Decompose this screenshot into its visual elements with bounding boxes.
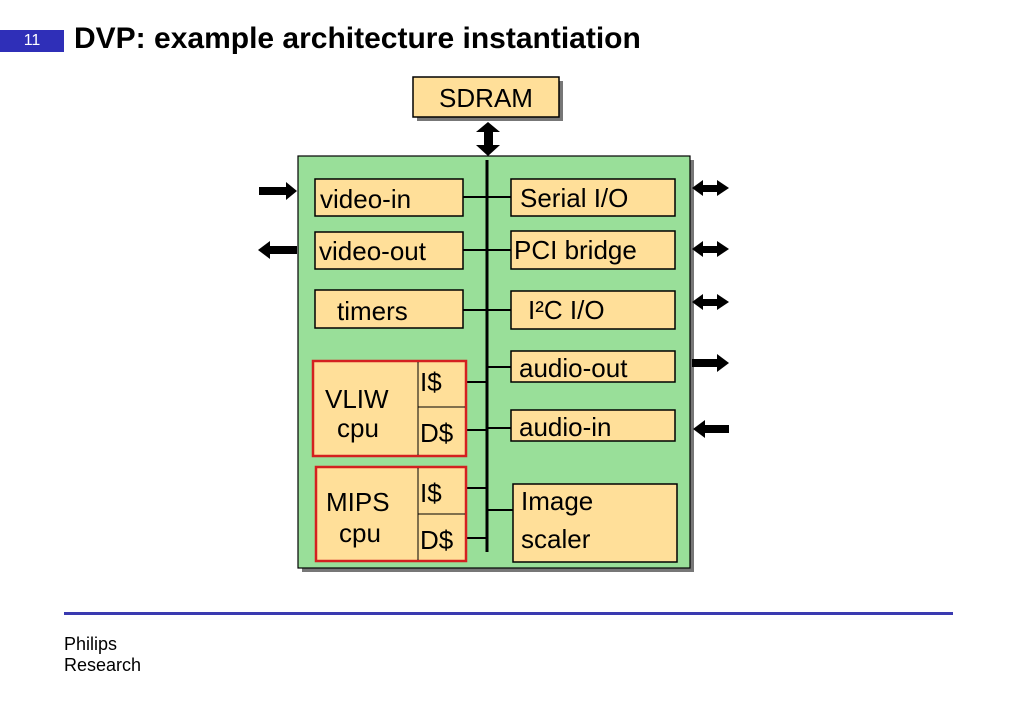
mips-cpu-block: MIPS cpu I$ D$ bbox=[314, 465, 468, 563]
audio-in-label: audio-in bbox=[519, 412, 612, 442]
mips-dcache-label: D$ bbox=[420, 525, 454, 555]
image-scaler-label-2: scaler bbox=[521, 524, 591, 554]
vliw-icache-label: I$ bbox=[420, 367, 442, 397]
vliw-label-1: VLIW bbox=[325, 384, 389, 414]
i2c-io-arrow bbox=[692, 294, 729, 310]
audio-out-label: audio-out bbox=[519, 353, 628, 383]
architecture-diagram: SDRAM video-in video-out timers bbox=[258, 76, 729, 572]
video-out-block: video-out bbox=[314, 231, 464, 270]
video-out-arrow bbox=[258, 241, 297, 259]
serial-io-label: Serial I/O bbox=[520, 183, 628, 213]
video-in-arrow bbox=[259, 182, 297, 200]
audio-in-block: audio-in bbox=[510, 409, 676, 442]
sdram-label: SDRAM bbox=[439, 83, 533, 113]
footer-rule bbox=[64, 612, 953, 615]
serial-io-arrow bbox=[692, 180, 729, 196]
mips-label-2: cpu bbox=[339, 518, 381, 548]
vliw-dcache-label: D$ bbox=[420, 418, 454, 448]
audio-out-arrow bbox=[692, 354, 729, 372]
slide-title: DVP: example architecture instantiation bbox=[74, 22, 641, 55]
timers-block: timers bbox=[314, 289, 464, 329]
image-scaler-block: Image scaler bbox=[512, 483, 678, 563]
slide-number: 11 bbox=[0, 30, 64, 52]
pci-bridge-label: PCI bridge bbox=[514, 235, 637, 265]
sdram-bus-arrow bbox=[476, 122, 500, 156]
mips-label-1: MIPS bbox=[326, 487, 390, 517]
video-out-label: video-out bbox=[319, 236, 427, 266]
video-in-label: video-in bbox=[320, 184, 411, 214]
serial-io-block: Serial I/O bbox=[510, 178, 676, 217]
i2c-io-block: I²C I/O bbox=[510, 290, 676, 330]
audio-in-arrow bbox=[693, 420, 729, 438]
i2c-io-label: I²C I/O bbox=[528, 295, 605, 325]
pci-bridge-block: PCI bridge bbox=[510, 230, 676, 270]
mips-icache-label: I$ bbox=[420, 478, 442, 508]
footer-company: Philips bbox=[64, 634, 118, 654]
image-scaler-label-1: Image bbox=[521, 486, 593, 516]
sdram-box bbox=[412, 76, 560, 118]
vliw-cpu-block: VLIW cpu I$ D$ bbox=[311, 359, 468, 458]
timers-label: timers bbox=[337, 296, 408, 326]
pci-bridge-arrow bbox=[692, 241, 729, 257]
audio-out-block: audio-out bbox=[510, 350, 676, 383]
vliw-label-2: cpu bbox=[337, 413, 379, 443]
footer-division: Research bbox=[64, 655, 142, 675]
video-in-block: video-in bbox=[314, 178, 464, 217]
